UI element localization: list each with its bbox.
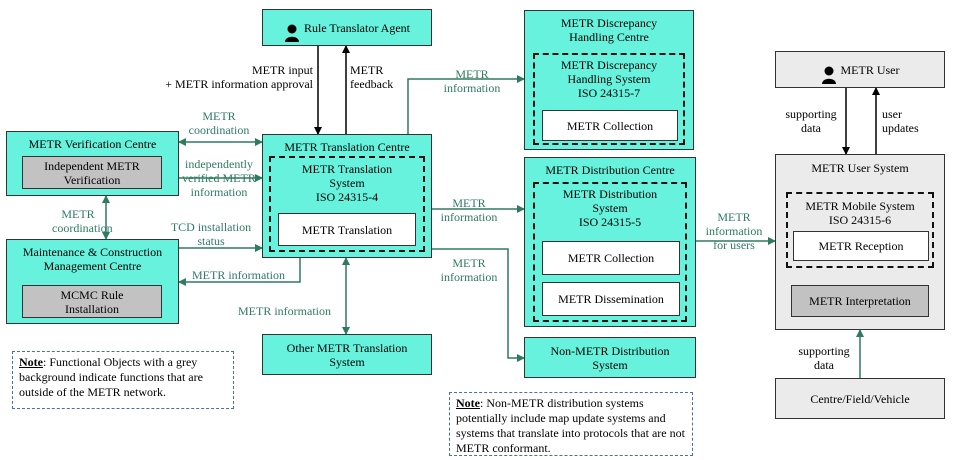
metr-translation-function: METR Translation [278, 213, 416, 246]
label-independently-verified: independently verified METR information [182, 157, 256, 199]
metr-user-system: METR User System METR Mobile System ISO … [775, 154, 945, 330]
distribution-centre-title: METR Distribution Centre [545, 163, 675, 177]
centre-field-vehicle-box: Centre/Field/Vehicle [775, 378, 945, 419]
discrepancy-collection-function: METR Collection [542, 110, 678, 141]
maintenance-centre-title: Maintenance & Construction Management Ce… [22, 245, 163, 273]
translation-centre-title: METR Translation Centre [284, 140, 410, 154]
label-metr-coordination-top: METR coordination [188, 109, 250, 137]
rule-translator-agent-label: Rule Translator Agent [303, 20, 410, 35]
other-metr-translation-system: Other METR Translation System [262, 334, 432, 375]
discrepancy-system-boundary: METR Discrepancy Handling System ISO 243… [533, 53, 685, 145]
non-metr-distribution-label: Non-METR Distribution System [550, 343, 670, 372]
maintenance-construction-centre: Maintenance & Construction Management Ce… [6, 239, 179, 324]
label-metr-input: METR input + METR information approval [165, 63, 313, 91]
rule-translator-agent-box: Rule Translator Agent [262, 9, 432, 46]
label-tcd-installation: TCD installation status [170, 220, 252, 248]
label-metr-info-for-users: METR information for users [705, 210, 763, 252]
metr-translation-centre: METR Translation Centre METR Translation… [262, 134, 432, 258]
discrepancy-centre-title: METR Discrepancy Handling Centre [560, 16, 658, 44]
label-metr-info-distribution: METR information [440, 196, 498, 224]
label-metr-info-nonmetr: METR information [440, 256, 498, 284]
label-metr-coordination-left: METR coordination [52, 207, 113, 235]
metr-verification-centre: METR Verification Centre Independent MET… [6, 131, 179, 196]
label-supporting-data-top: supporting data [785, 107, 837, 135]
metr-user-box: METR User [775, 51, 945, 88]
metr-discrepancy-handling-centre: METR Discrepancy Handling Centre METR Di… [524, 10, 694, 150]
label-metr-info-bottom: METR information [238, 304, 331, 318]
note-non-metr-systems: Note: Non-METR distribution systems pote… [449, 392, 693, 456]
distribution-system-label: METR Distribution System ISO 24315-5 [562, 187, 658, 229]
other-translation-label: Other METR Translation System [286, 340, 408, 369]
mobile-system-label: METR Mobile System ISO 24315-6 [805, 199, 915, 227]
non-metr-distribution-system: Non-METR Distribution System [524, 337, 696, 378]
metr-reception-function: METR Reception [793, 231, 929, 261]
user-system-title: METR User System [811, 161, 909, 175]
discrepancy-system-label: METR Discrepancy Handling System ISO 243… [560, 58, 658, 100]
label-metr-feedback: METR feedback [350, 63, 394, 91]
distribution-dissemination-function: METR Dissemination [542, 282, 680, 316]
person-icon [821, 52, 837, 87]
label-supporting-data-bottom: supporting data [798, 344, 850, 372]
label-metr-info-left: METR information [192, 268, 285, 282]
translation-system-boundary: METR Translation System ISO 24315-4 METR… [269, 156, 425, 252]
mobile-system-boundary: METR Mobile System ISO 24315-6 METR Rece… [786, 192, 934, 268]
independent-verification-function: Independent METR Verification [22, 156, 162, 189]
mcmc-rule-installation-function: MCMC Rule Installation [22, 285, 162, 318]
arrow-to-non-metr [432, 248, 525, 362]
note-text: : Non-METR distribution systems potentia… [456, 396, 685, 455]
note-label: Note [19, 355, 43, 369]
centre-field-vehicle-label: Centre/Field/Vehicle [810, 391, 910, 406]
note-label: Note [456, 396, 480, 410]
note-grey-functions: Note: Functional Objects with a grey bac… [12, 351, 234, 409]
note-text: : Functional Objects with a grey backgro… [19, 355, 203, 399]
verification-centre-title: METR Verification Centre [28, 137, 157, 151]
label-metr-info-discrepancy: METR information [443, 67, 501, 95]
label-user-updates: user updates [882, 107, 919, 135]
metr-distribution-centre: METR Distribution Centre METR Distributi… [524, 157, 696, 327]
metr-interpretation-function: METR Interpretation [791, 285, 929, 317]
person-icon [284, 10, 300, 45]
arrow-to-discrepancy [407, 75, 525, 134]
metr-user-label: METR User [840, 62, 900, 77]
arrow-metr-info-left [178, 258, 301, 286]
distribution-system-boundary: METR Distribution System ISO 24315-5 MET… [533, 182, 687, 322]
translation-system-label: METR Translation System ISO 24315-4 [301, 162, 393, 204]
distribution-collection-function: METR Collection [542, 241, 680, 275]
